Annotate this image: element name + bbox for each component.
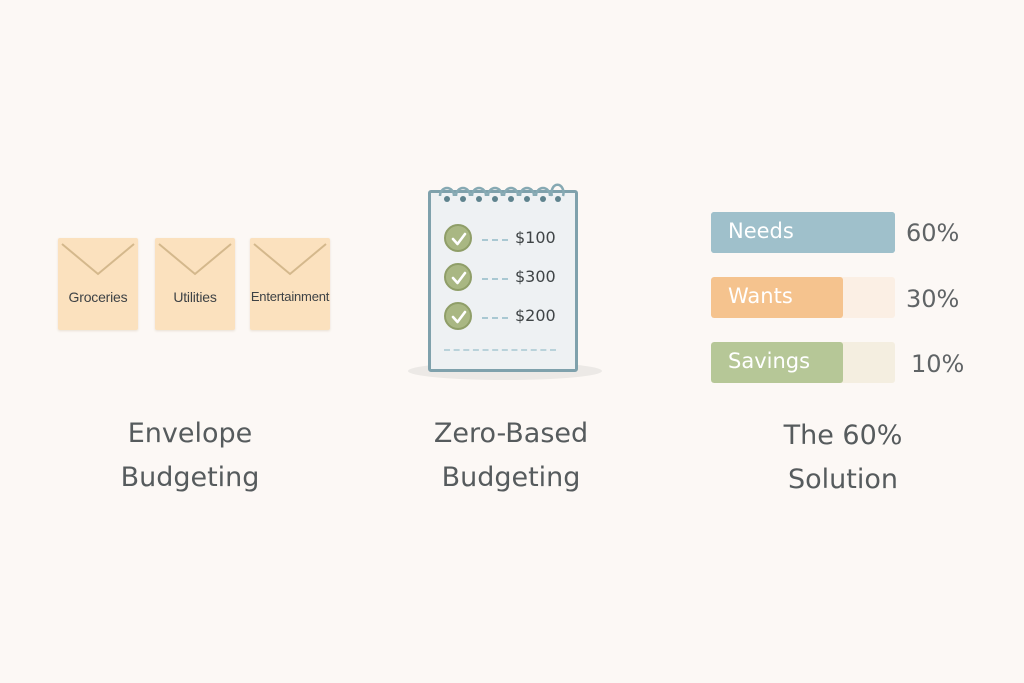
envelope-utilities: Utilities: [155, 238, 235, 330]
checkmark-icon: [444, 263, 472, 291]
dashed-line: [482, 278, 508, 280]
envelope-flap-icon: [158, 243, 232, 276]
title-line: Zero-Based: [433, 418, 589, 449]
bar-percent: 30%: [906, 285, 960, 313]
total-dashed-line: [444, 349, 556, 351]
title-line: Envelope: [127, 418, 253, 449]
bar-fill: [711, 277, 844, 318]
envelope-entertainment: Entertainment: [250, 238, 330, 330]
amount: $300: [515, 267, 556, 286]
checkmark-icon: [444, 302, 472, 330]
savings-bar: Savings: [711, 342, 895, 383]
section-title: The 60% Solution: [713, 414, 973, 502]
bar-percent: 10%: [911, 350, 965, 378]
title-line: Budgeting: [120, 462, 260, 493]
section-title: Zero-Based Budgeting: [381, 412, 641, 500]
envelope-label: Utilities: [173, 289, 217, 305]
amount: $200: [515, 306, 556, 325]
dashed-line: [482, 239, 508, 241]
bar-label: Savings: [728, 349, 811, 373]
envelope-flap-icon: [253, 243, 327, 276]
wants-bar: Wants: [711, 277, 895, 318]
bar-percent: 60%: [906, 219, 960, 247]
dashed-line: [482, 317, 508, 319]
envelope-flap-icon: [61, 243, 135, 276]
bar-label: Needs: [728, 219, 794, 243]
bar-label: Wants: [728, 284, 793, 308]
spiral-rings-icon: [438, 183, 565, 202]
amount: $100: [515, 228, 556, 247]
needs-bar: Needs: [711, 212, 895, 253]
envelope-label: Groceries: [68, 289, 128, 305]
checkmark-icon: [444, 224, 472, 252]
bar-fill: [711, 212, 895, 253]
bar-fill: [711, 342, 844, 383]
title-line: Solution: [788, 464, 898, 495]
title-line: The 60%: [783, 420, 903, 451]
envelope-groceries: Groceries: [58, 238, 138, 330]
section-title: Envelope Budgeting: [60, 412, 320, 500]
envelope-label: Entertainment: [250, 289, 330, 304]
title-line: Budgeting: [441, 462, 581, 493]
